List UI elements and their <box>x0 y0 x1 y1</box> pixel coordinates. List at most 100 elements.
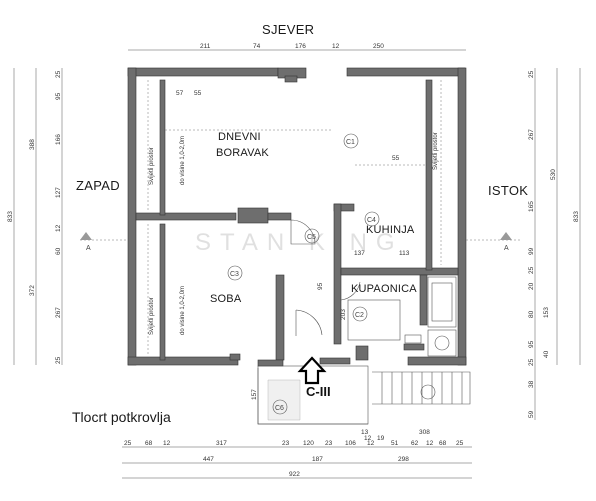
section-label-east: A <box>504 245 509 252</box>
dim-b1-13: 25 <box>456 440 464 447</box>
note-storage-c: Svijetli prostor <box>433 132 439 170</box>
dim-right-in-3: 99 <box>528 247 535 255</box>
compass-north: SJEVER <box>262 22 314 37</box>
dim-left-in-3: 127 <box>55 187 62 198</box>
dim-right-in-5: 20 <box>528 282 535 290</box>
dim-inner-3: 203 <box>340 309 347 320</box>
room-bathroom: KUPAONICA <box>351 283 417 295</box>
note-knee-a: do visine 1,0-2,0m <box>180 136 186 185</box>
dim-b2-2: 298 <box>398 456 409 463</box>
dim-b3-0: 922 <box>289 471 300 478</box>
dims-top: 211 74 176 12 250 57 55 <box>176 43 384 97</box>
dim-b1-10: 62 <box>411 440 419 447</box>
dim-bm-0: 13 <box>361 429 369 436</box>
dim-right-in-2: 165 <box>528 201 535 212</box>
note-knee-b: do visine 1,0-2,0m <box>180 286 186 335</box>
unit-label: C-III <box>306 384 331 399</box>
dim-right-in-1: 267 <box>528 129 535 140</box>
dim-right-in-7: 80 <box>528 310 535 318</box>
dim-b1-5: 120 <box>303 440 314 447</box>
marker-c2: C2 <box>355 312 364 319</box>
dim-b1-7: 106 <box>345 440 356 447</box>
dims-bottom-row1: 25 68 12 317 23 120 23 106 12 51 62 12 6… <box>124 440 464 447</box>
dim-b1-8: 12 <box>367 440 375 447</box>
dim-left-in-5: 60 <box>55 247 62 255</box>
dim-right-in-10: 25 <box>528 358 535 366</box>
watermark-text: STAN KING <box>195 229 404 256</box>
outer-walls <box>127 67 467 366</box>
dim-b1-9: 51 <box>391 440 399 447</box>
dim-b2-0: 447 <box>203 456 214 463</box>
dim-top-1: 74 <box>253 43 261 50</box>
dim-left-in-0: 25 <box>55 70 62 78</box>
dim-left-in-1: 95 <box>55 92 62 100</box>
dims-bottom-row3: 922 <box>289 471 300 478</box>
bathroom-fixtures <box>347 276 457 357</box>
dim-bm-3: 308 <box>419 429 430 436</box>
dim-right-extra-1: 59 <box>528 410 535 418</box>
dim-left-mid-1: 372 <box>29 285 36 296</box>
note-storage-a: Svijetli prostor <box>149 147 155 185</box>
knee-wall-lines <box>147 80 442 355</box>
dims-bottom-mid: 13 19 12 308 <box>361 429 430 442</box>
dims-left-inner: 25 95 166 127 267 60 12 25 <box>55 70 62 364</box>
dim-right-in-4: 25 <box>528 266 535 274</box>
dim-b1-4: 23 <box>282 440 290 447</box>
dim-right-in-9: 40 <box>543 350 550 358</box>
dims-right-inner: 25 267 165 99 25 20 153 80 95 40 25 <box>528 70 550 366</box>
dim-left-in-6: 12 <box>55 224 62 232</box>
inner-walls <box>135 79 459 367</box>
terrace <box>257 365 471 425</box>
marker-c1: C1 <box>346 139 355 146</box>
dim-right-extra-0: 38 <box>528 380 535 388</box>
dim-left-in-7: 25 <box>55 356 62 364</box>
dim-right-outer: 833 <box>573 211 580 222</box>
dim-inner-2: 113 <box>399 250 410 257</box>
note-storage-b: Svijetli prostor <box>149 297 155 335</box>
compass-west: ZAPAD <box>76 178 120 193</box>
dim-inner-1: 137 <box>354 250 365 257</box>
dim-left-mid-0: 388 <box>29 139 36 150</box>
dim-top-4: 250 <box>373 43 384 50</box>
dim-bm-2: 12 <box>364 435 372 442</box>
doors <box>290 219 361 336</box>
dim-bm-1: 19 <box>377 435 385 442</box>
marker-c4: C4 <box>367 217 376 224</box>
marker-c5: C5 <box>307 234 316 241</box>
dim-b1-6: 23 <box>325 440 333 447</box>
dim-b1-2: 12 <box>163 440 171 447</box>
dim-b1-0: 25 <box>124 440 132 447</box>
dim-b1-11: 12 <box>426 440 434 447</box>
marker-c6: C6 <box>275 405 284 412</box>
compass-east: ISTOK <box>488 183 528 198</box>
marker-c3: C3 <box>230 271 239 278</box>
entrance-arrow-icon <box>297 356 327 385</box>
dim-right-mid: 530 <box>550 169 557 180</box>
dim-left-outer: 833 <box>7 211 14 222</box>
dim-top-small-0: 57 <box>176 90 184 97</box>
dim-right-in-8: 95 <box>528 340 535 348</box>
dim-right-in-0: 25 <box>528 70 535 78</box>
dim-right-in-6: 153 <box>543 307 550 318</box>
section-label-west: A <box>86 245 91 252</box>
dim-top-3: 12 <box>332 43 340 50</box>
dim-b1-1: 68 <box>145 440 153 447</box>
dims-bottom-row2: 447 187 298 <box>203 456 409 463</box>
dim-left-in-2: 166 <box>55 134 62 145</box>
dim-top-2: 176 <box>295 43 306 50</box>
dim-left-extra: 157 <box>251 389 258 400</box>
room-kitchen: KUHINJA <box>366 224 415 236</box>
room-markers: C1 C4 C3 C2 C5 C6 <box>227 133 380 415</box>
room-bedroom: SOBA <box>210 293 242 305</box>
section-markers <box>80 232 520 241</box>
dim-top-0: 211 <box>200 43 211 50</box>
dim-left-in-4: 267 <box>55 307 62 318</box>
room-living-line1: DNEVNI <box>218 131 261 143</box>
dim-inner-0: 55 <box>392 155 400 162</box>
dim-b1-12: 68 <box>439 440 447 447</box>
plan-caption: Tlocrt potkrovlja <box>72 409 171 425</box>
dims-inner: 55 137 113 203 95 <box>317 155 410 320</box>
dim-inner-4: 95 <box>317 282 324 290</box>
dim-top-small-1: 55 <box>194 90 202 97</box>
